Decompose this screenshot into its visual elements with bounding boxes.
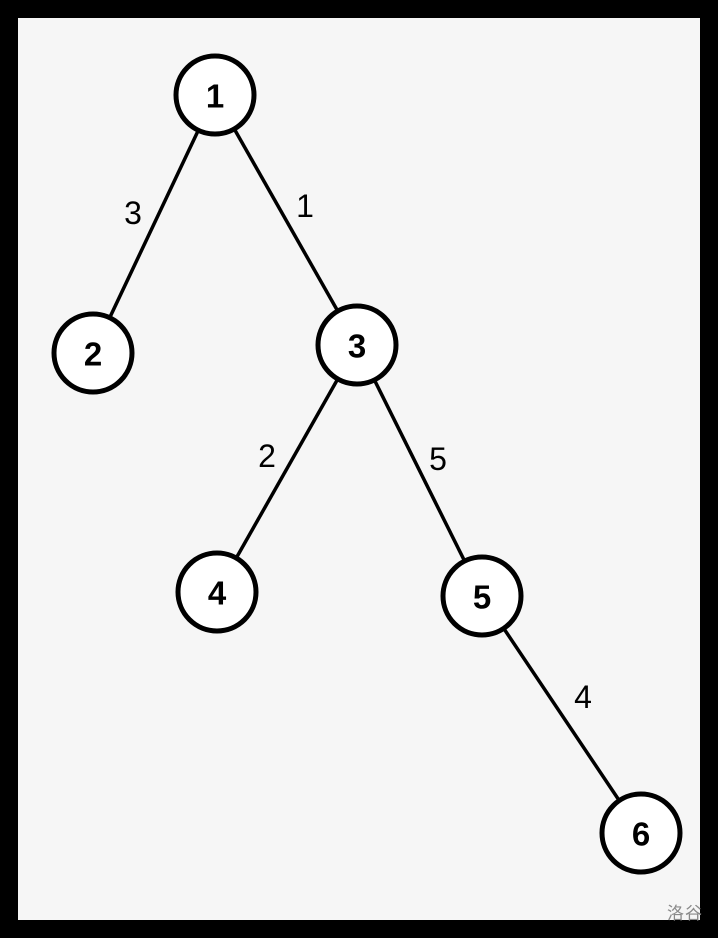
node-label-3: 3 [348,328,366,365]
edge-weight-1-3: 1 [296,188,314,224]
edge-1-2 [91,94,217,354]
edge-3-4 [215,344,359,593]
node-4 [175,550,259,634]
edge-weight-1-2: 3 [124,195,142,231]
node-6 [599,791,683,875]
node-label-6: 6 [632,816,650,853]
node-5 [440,554,524,638]
edge-3-5 [355,344,484,597]
edge-weight-5-6: 4 [574,679,592,715]
node-3 [315,303,399,387]
node-label-1: 1 [206,78,224,115]
node-label-4: 4 [208,575,227,612]
node-label-5: 5 [473,579,491,616]
watermark-text: 洛谷 [667,904,703,923]
node-1 [173,53,257,137]
node-label-2: 2 [84,336,102,373]
edge-weight-3-4: 2 [258,438,276,474]
node-2 [51,311,135,395]
edge-weight-3-5: 5 [429,441,447,477]
edge-5-6 [480,595,643,834]
edge-1-3 [213,94,359,346]
diagram-canvas [18,18,700,920]
